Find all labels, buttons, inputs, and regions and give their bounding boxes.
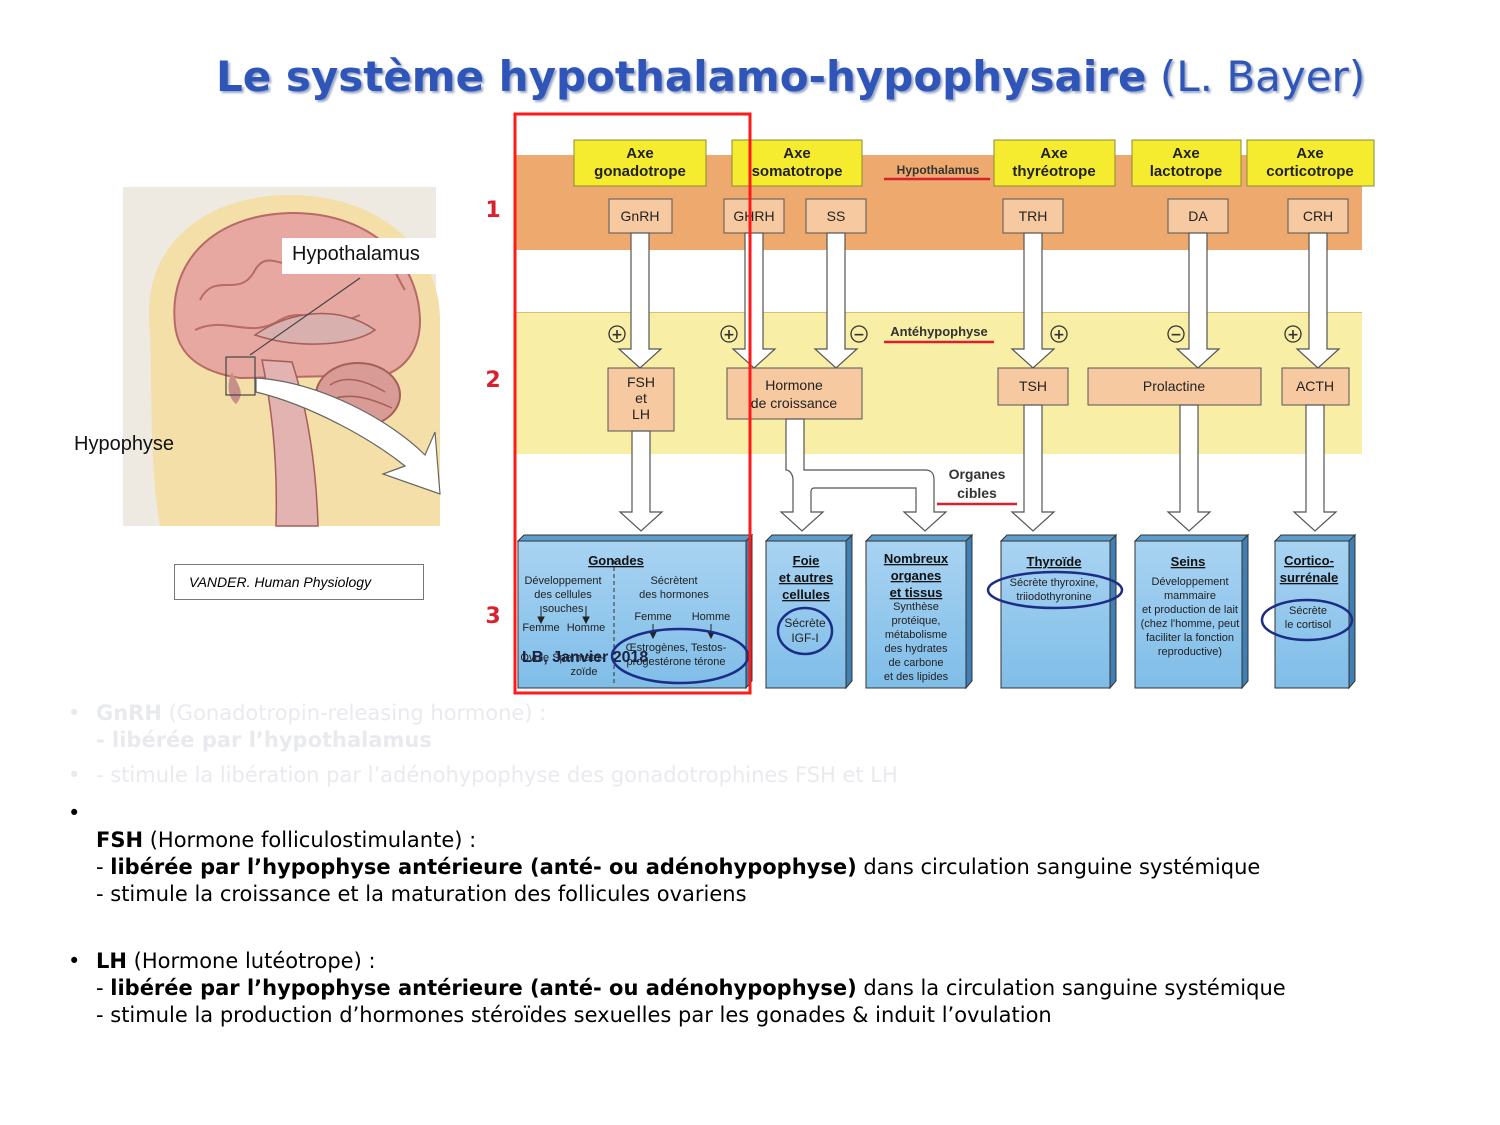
cortico-title: Cortico-surrénale bbox=[1280, 553, 1339, 585]
hormone-da: DA bbox=[1188, 208, 1208, 224]
lh-line2-prefix: - bbox=[96, 976, 111, 1000]
pituitary-tsh: TSH bbox=[1019, 378, 1047, 394]
brain-hypothalamus-label: Hypothalamus bbox=[292, 243, 420, 265]
gnrh-stimule-text: - stimule la libération par l’adénohypop… bbox=[96, 763, 898, 787]
fsh-line3: - stimule la croissance et la maturation… bbox=[96, 882, 747, 906]
gnrh-line2: - libérée par l’hypothalamus bbox=[96, 728, 432, 752]
hormone-gnrh: GnRH bbox=[621, 208, 660, 224]
gonades-left-homme: Homme bbox=[567, 622, 606, 634]
gonades-right-homme: Homme bbox=[692, 611, 731, 623]
fsh-definition: (Hormone folliculostimulante) : bbox=[143, 828, 477, 852]
brain-illustration bbox=[123, 187, 450, 527]
page-title: Le système hypothalamo-hypophysaire (L. … bbox=[216, 52, 1365, 101]
sign-gnrh: + bbox=[611, 327, 623, 343]
pituitary-prolactine: Prolactine bbox=[1143, 378, 1205, 394]
hormone-trh: TRH bbox=[1019, 208, 1048, 224]
hormone-ghrh: GHRH bbox=[733, 208, 774, 224]
watermark: LB, Janvier 2018 bbox=[522, 649, 648, 666]
gnrh-term: GnRH bbox=[96, 701, 162, 725]
antehypophyse-row-label: Antéhypophyse bbox=[890, 324, 988, 339]
fsh-line2-rest: dans circulation sanguine systémique bbox=[856, 855, 1261, 879]
bullet-lh: • LH (Hormone lutéotrope) : - libérée pa… bbox=[68, 948, 1468, 1029]
sign-trh: + bbox=[1053, 327, 1065, 343]
gonades-hormones: Œstrogènes, Testos-progestérone térone bbox=[626, 642, 727, 668]
seins-title: Seins bbox=[1171, 554, 1206, 569]
lh-line2-bold: libérée par l’hypophyse antérieure (anté… bbox=[110, 976, 857, 1000]
bullet-dot: • bbox=[68, 801, 81, 825]
sign-ss: − bbox=[853, 327, 865, 343]
pituitary-acth: ACTH bbox=[1296, 378, 1334, 394]
title-author: (L. Bayer) bbox=[1159, 52, 1366, 101]
gnrh-definition: (Gonadotropin-releasing hormone) : bbox=[161, 701, 547, 725]
row-number-3: 3 bbox=[485, 604, 500, 629]
brain-hypophyse-label: Hypophyse bbox=[74, 433, 175, 455]
sign-da: − bbox=[1170, 327, 1182, 343]
gonades-right-femme: Femme bbox=[634, 611, 671, 623]
lh-line2-rest: dans la circulation sanguine systémique bbox=[856, 976, 1286, 1000]
bullet-dot: • bbox=[68, 701, 81, 725]
bullet-gnrh-stimule: • - stimule la libération par l’adénohyp… bbox=[68, 762, 1468, 789]
bullet-dot: • bbox=[68, 763, 81, 787]
fsh-line2-bold: libérée par l’hypophyse antérieure (anté… bbox=[110, 855, 857, 879]
gonades-left-femme: Femme bbox=[522, 622, 559, 634]
gonades-gametes: Ovule Spermato-zoïde bbox=[520, 652, 603, 678]
source-citation: VANDER. Human Physiology bbox=[174, 564, 424, 600]
row-number-1: 1 bbox=[485, 198, 500, 223]
hormone-crh: CRH bbox=[1303, 208, 1333, 224]
hormone-ss: SS bbox=[827, 208, 846, 224]
bullet-dot: • bbox=[68, 949, 81, 973]
sign-ghrh: + bbox=[723, 327, 735, 343]
bullet-fsh: • FSH (Hormone folliculostimulante) : - … bbox=[68, 800, 1468, 908]
bullet-gnrh: • GnRH (Gonadotropin-releasing hormone) … bbox=[68, 700, 1468, 754]
fsh-line2-prefix: - bbox=[96, 855, 111, 879]
lh-definition: (Hormone lutéotrope) : bbox=[126, 949, 376, 973]
fsh-term: FSH bbox=[96, 828, 144, 852]
lh-line3: - stimule la production d’hormones stéro… bbox=[96, 1003, 1052, 1027]
gonadotrope-highlight-frame bbox=[513, 112, 752, 695]
row-number-2: 2 bbox=[485, 368, 500, 393]
title-main: Le système hypothalamo-hypophysaire bbox=[216, 52, 1147, 101]
bullet-list: • GnRH (Gonadotropin-releasing hormone) … bbox=[68, 700, 1468, 1029]
hypothalamus-row-label: Hypothalamus bbox=[897, 163, 980, 177]
thyroide-body: Sécrète thyroxine,triiodothyronine bbox=[1010, 577, 1099, 603]
thyroide-title: Thyroïde bbox=[1027, 554, 1082, 569]
sign-crh: + bbox=[1287, 327, 1299, 343]
lh-term: LH bbox=[96, 949, 127, 973]
gonades-title: Gonades bbox=[588, 553, 644, 568]
